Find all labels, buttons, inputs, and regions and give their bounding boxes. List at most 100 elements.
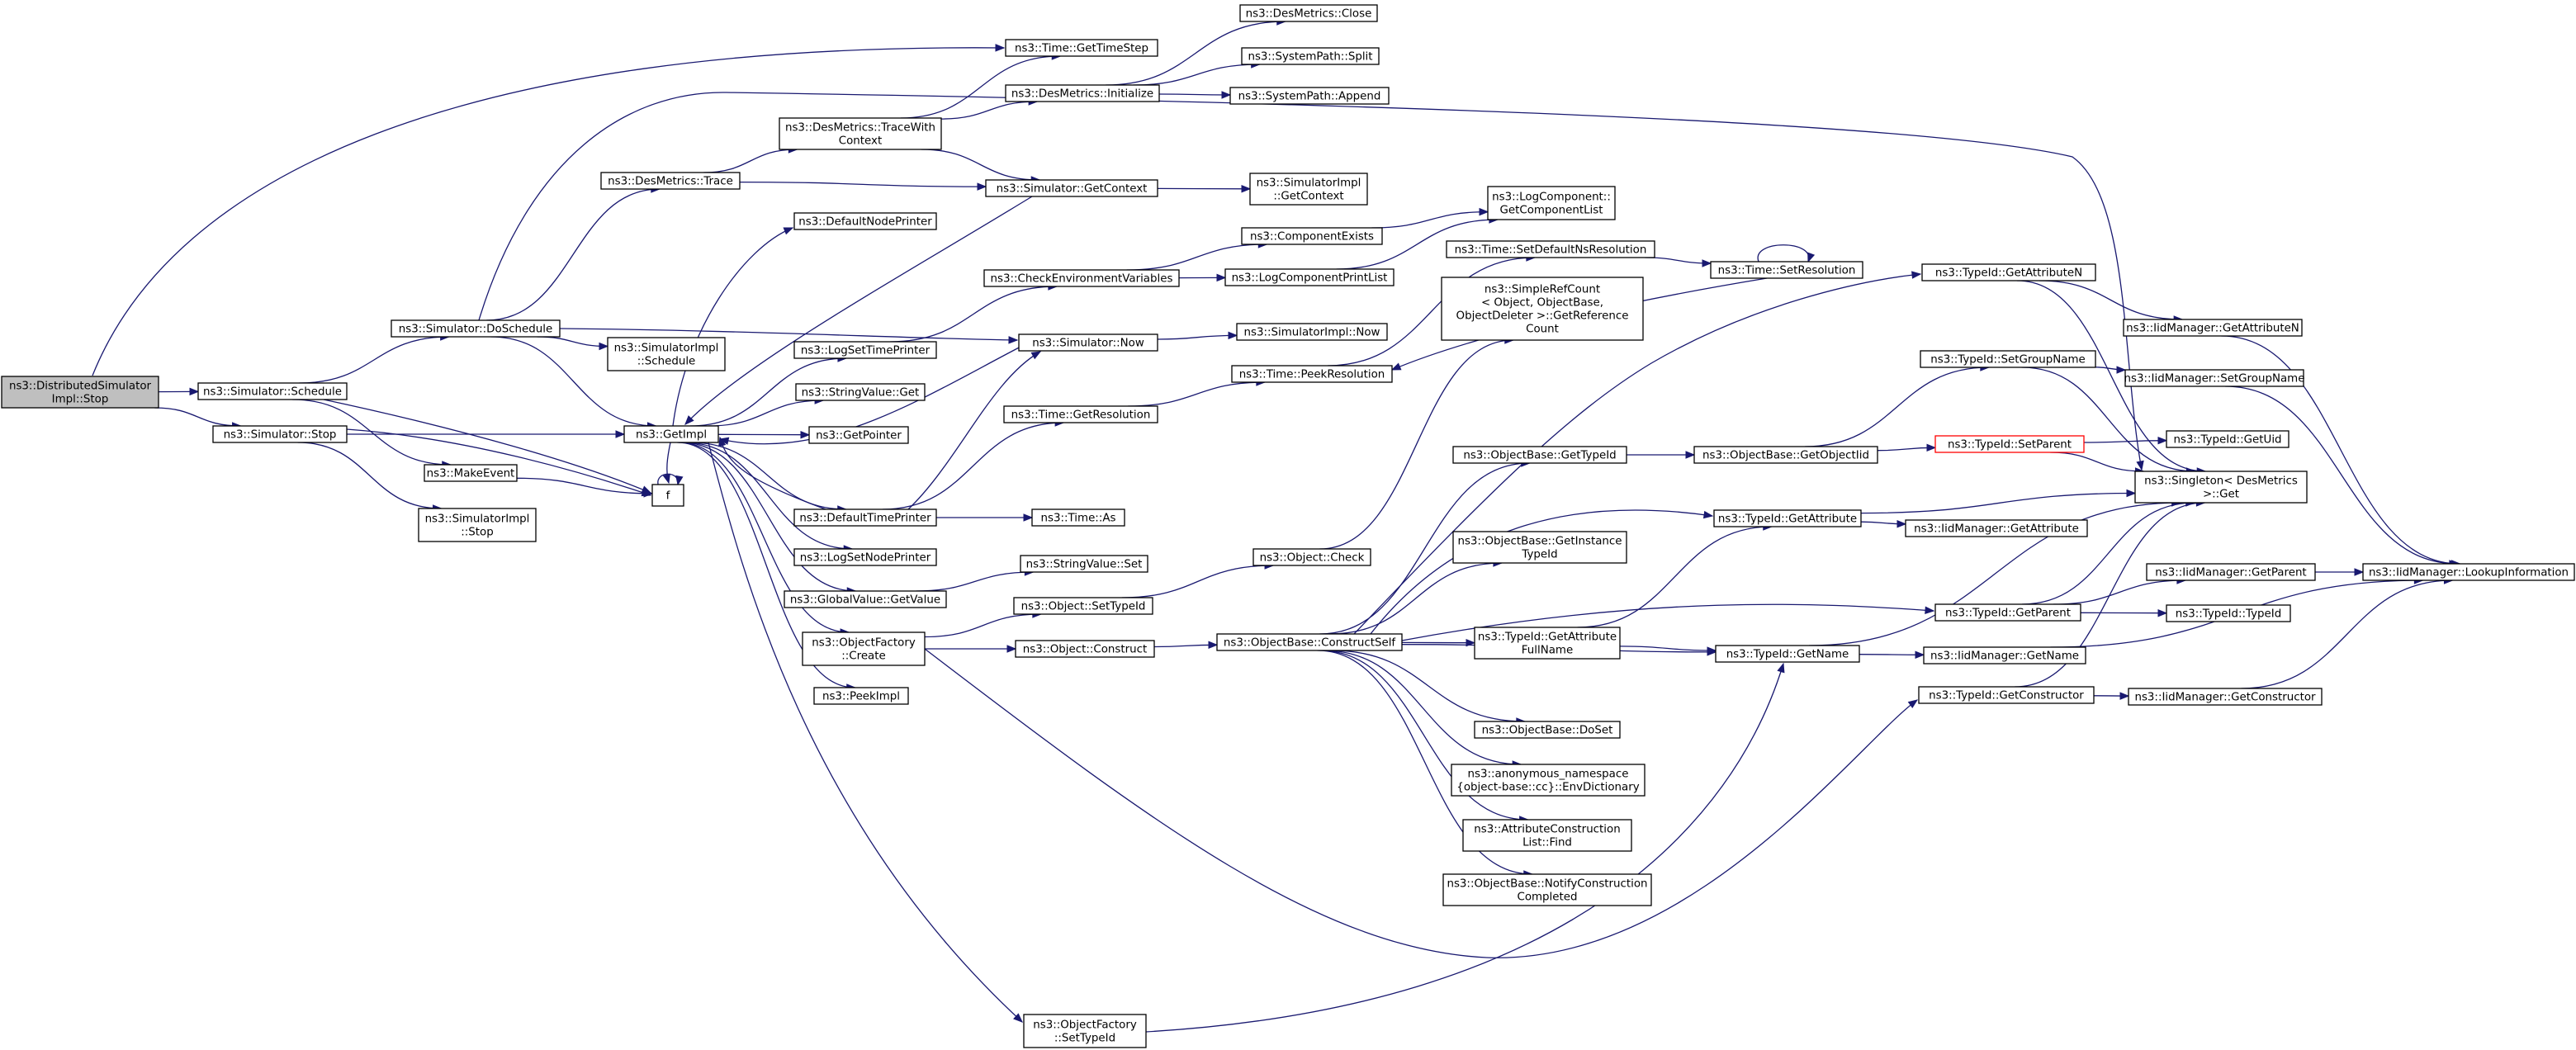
function-node-box[interactable] xyxy=(1005,39,1158,57)
function-node-box[interactable] xyxy=(600,172,741,190)
function-node[interactable]: f xyxy=(651,484,684,507)
function-node[interactable]: ns3::Simulator::Stop xyxy=(212,425,348,443)
function-node-box[interactable] xyxy=(1023,1014,1147,1048)
function-node-box[interactable] xyxy=(1,376,159,409)
function-node[interactable]: ns3::Simulator::GetContext xyxy=(985,179,1158,197)
function-node[interactable]: ns3::LogSetNodePrinter xyxy=(793,548,937,566)
function-node[interactable]: ns3::GetPointer xyxy=(808,426,909,444)
function-node[interactable]: ns3::Simulator::Now xyxy=(1018,333,1158,352)
function-node[interactable]: ns3::IidManager::GetConstructor xyxy=(2128,688,2323,706)
function-node[interactable]: ns3::Simulator::Schedule xyxy=(197,382,348,400)
function-node-box[interactable] xyxy=(1452,446,1627,464)
function-node-box[interactable] xyxy=(793,508,937,527)
function-node[interactable]: ns3::GlobalValue::GetValue xyxy=(784,590,947,608)
function-node[interactable]: ns3::PeekImpl xyxy=(813,687,909,705)
function-node-box[interactable] xyxy=(1451,764,1646,797)
function-node-box[interactable] xyxy=(1003,405,1158,423)
function-node-box[interactable] xyxy=(1224,268,1395,286)
function-node-box[interactable] xyxy=(802,631,926,666)
function-node[interactable]: ns3::StringValue::Get xyxy=(795,383,926,401)
function-node[interactable]: ns3::GetImpl xyxy=(623,425,719,443)
function-node[interactable]: ns3::TypeId::TypeId xyxy=(2166,604,2291,622)
function-node-box[interactable] xyxy=(651,484,684,507)
function-node-box[interactable] xyxy=(424,464,518,482)
function-node[interactable]: ns3::ObjectFactory::SetTypeId xyxy=(1023,1014,1147,1048)
function-node-box[interactable] xyxy=(983,269,1180,287)
function-node-box[interactable] xyxy=(784,590,947,608)
function-node[interactable]: ns3::LogSetTimePrinter xyxy=(793,341,937,359)
function-node-box[interactable] xyxy=(1474,627,1621,660)
function-node-box[interactable] xyxy=(1241,227,1383,245)
function-node[interactable]: ns3::Time::SetResolution xyxy=(1710,261,1863,279)
function-node[interactable]: ns3::Time::GetResolution xyxy=(1003,405,1158,423)
function-node-box[interactable] xyxy=(2166,430,2290,448)
function-node[interactable]: ns3::ObjectBase::GetObjectIid xyxy=(1693,446,1878,464)
function-node-box[interactable] xyxy=(1446,240,1655,258)
function-node-box[interactable] xyxy=(418,508,537,542)
function-node[interactable]: ns3::IidManager::SetGroupName xyxy=(2124,369,2305,387)
function-node-box[interactable] xyxy=(1710,261,1863,279)
function-node-box[interactable] xyxy=(1441,277,1644,341)
function-node-box[interactable] xyxy=(1013,597,1153,615)
function-node-box[interactable] xyxy=(2134,471,2308,504)
function-node-box[interactable] xyxy=(1216,633,1403,651)
function-node[interactable]: ns3::IidManager::GetName xyxy=(1923,646,2086,665)
function-node-box[interactable] xyxy=(1918,686,2095,704)
function-node[interactable]: ns3::SimulatorImpl::Stop xyxy=(418,508,537,542)
function-node-box[interactable] xyxy=(1031,508,1125,527)
function-node-box[interactable] xyxy=(1015,640,1155,658)
function-node[interactable]: ns3::SystemPath::Split xyxy=(1241,47,1380,65)
function-node[interactable]: ns3::ObjectFactory::Create xyxy=(802,631,926,666)
function-node-box[interactable] xyxy=(1241,47,1380,65)
function-node[interactable]: ns3::TypeId::GetConstructor xyxy=(1918,686,2095,704)
function-node[interactable]: ns3::Simulator::DoSchedule xyxy=(391,319,561,338)
function-node-box[interactable] xyxy=(607,337,726,371)
function-node-box[interactable] xyxy=(1934,603,2081,622)
function-node-box[interactable] xyxy=(1920,350,2096,368)
function-node-box[interactable] xyxy=(623,425,719,443)
function-node-box[interactable] xyxy=(1905,519,2088,537)
function-node[interactable]: ns3::TypeId::SetGroupName xyxy=(1920,350,2096,368)
function-node-box[interactable] xyxy=(197,382,348,400)
function-node[interactable]: ns3::IidManager::GetParent xyxy=(2146,563,2316,581)
function-node-box[interactable] xyxy=(1229,87,1390,105)
function-node-box[interactable] xyxy=(1474,721,1621,739)
function-node-box[interactable] xyxy=(1715,645,1860,663)
function-node[interactable]: ns3::SystemPath::Append xyxy=(1229,87,1390,105)
function-node[interactable]: ns3::IidManager::GetAttribute xyxy=(1905,519,2088,537)
function-node-box[interactable] xyxy=(2362,563,2575,581)
function-node[interactable]: ns3::Time::SetDefaultNsResolution xyxy=(1446,240,1655,258)
function-node[interactable]: ns3::TypeId::GetUid xyxy=(2166,430,2290,448)
function-node[interactable]: ns3::DefaultTimePrinter xyxy=(793,508,937,527)
function-node-box[interactable] xyxy=(1018,333,1158,352)
function-node[interactable]: ns3::DefaultNodePrinter xyxy=(793,212,937,230)
function-node[interactable]: ns3::DesMetrics::Initialize xyxy=(1005,84,1160,102)
function-node-box[interactable] xyxy=(1252,548,1371,566)
function-node[interactable]: ns3::Singleton< DesMetrics>::Get xyxy=(2134,471,2308,504)
function-node[interactable]: ns3::ObjectBase::GetTypeId xyxy=(1452,446,1627,464)
function-node[interactable]: ns3::SimulatorImpl::Schedule xyxy=(607,337,726,371)
function-node-box[interactable] xyxy=(793,212,937,230)
function-node-box[interactable] xyxy=(1231,365,1393,383)
function-node[interactable]: ns3::IidManager::LookupInformation xyxy=(2362,563,2575,581)
function-node-box[interactable] xyxy=(1462,819,1632,852)
function-node-box[interactable] xyxy=(1693,446,1878,464)
function-node[interactable]: ns3::TypeId::SetParent xyxy=(1934,435,2085,453)
function-node[interactable]: ns3::Time::PeekResolution xyxy=(1231,365,1393,383)
function-node-box[interactable] xyxy=(793,548,937,566)
function-node[interactable]: ns3::TypeId::GetParent xyxy=(1934,603,2081,622)
function-node[interactable]: ns3::ObjectBase::NotifyConstructionCompl… xyxy=(1442,873,1652,906)
function-node-box[interactable] xyxy=(795,383,926,401)
function-node-box[interactable] xyxy=(1020,555,1148,573)
function-node[interactable]: ns3::TypeId::GetAttribute xyxy=(1713,509,1862,527)
function-node[interactable]: ns3::ObjectBase::DoSet xyxy=(1474,721,1621,739)
function-node-box[interactable] xyxy=(2123,319,2303,337)
function-node-box[interactable] xyxy=(1713,509,1862,527)
function-node[interactable]: ns3::IidManager::GetAttributeN xyxy=(2123,319,2303,337)
function-node-box[interactable] xyxy=(808,426,909,444)
function-node-box[interactable] xyxy=(1487,186,1616,220)
function-node-box[interactable] xyxy=(793,341,937,359)
